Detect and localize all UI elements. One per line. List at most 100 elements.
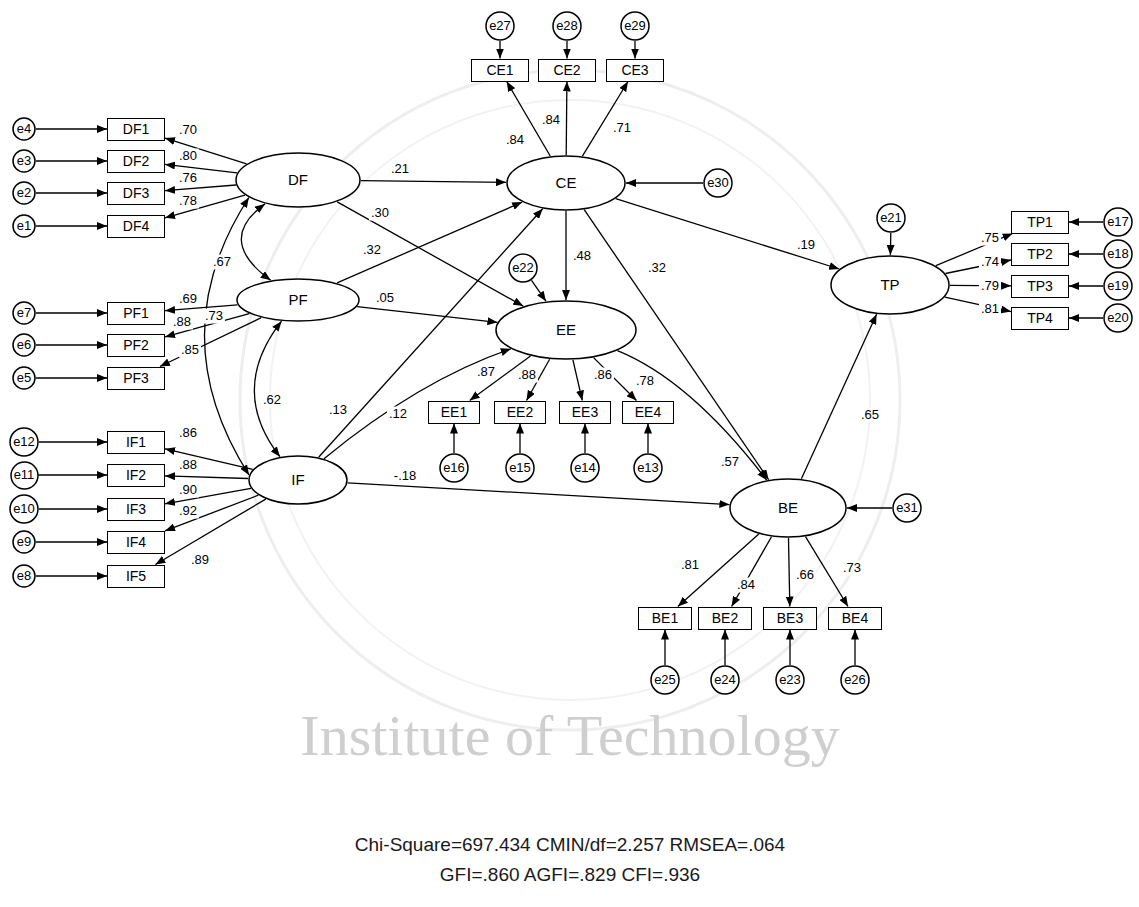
path-arrow [847,507,892,508]
node-label: DF2 [123,153,149,170]
indicator-box: BE2 [698,607,752,630]
node-label: e14 [574,460,596,476]
path-arrow [890,233,892,255]
path-coefficient: .86 [177,426,199,441]
path-arrow [39,474,108,475]
path-arrow [499,41,500,59]
indicator-box: BE1 [638,607,692,630]
error-term: e20 [1103,303,1133,333]
node-label: BE [778,499,798,517]
path-coefficient: .71 [611,121,633,136]
path-coefficient: .67 [211,255,233,270]
node-label: TP4 [1027,310,1053,327]
path-arrow [616,199,840,269]
path-arrow [337,202,522,283]
path-coefficient: .32 [646,261,668,276]
node-label: DF1 [123,121,149,138]
covariance-arrow [241,204,270,280]
path-arrow [39,508,107,509]
path-arrow [789,538,790,607]
path-coefficient: .86 [592,368,614,383]
path-arrow [361,181,506,183]
path-coefficient: .57 [719,455,741,470]
node-label: e5 [17,370,31,386]
error-term: e24 [710,665,740,695]
indicator-box: EE4 [622,401,674,424]
path-arrow [1069,317,1103,318]
path-coefficient: .88 [171,315,193,330]
node-label: e15 [509,460,531,476]
path-coefficient: .85 [179,343,201,358]
path-coefficient: .84 [504,133,526,148]
path-coefficient: .84 [735,578,757,593]
latent-variable: DF [235,152,361,208]
node-label: e8 [17,568,31,584]
path-coefficient: .87 [475,365,497,380]
indicator-box: EE1 [428,401,480,424]
path-coefficient: .75 [979,231,1001,246]
indicator-box: DF1 [107,118,165,141]
covariance-arrow [204,198,249,476]
indicator-box: EE3 [559,401,611,424]
path-arrow [664,630,665,666]
node-label: IF2 [126,467,146,484]
node-label: CE1 [486,62,513,79]
path-arrow [36,225,107,226]
path-coefficient: .30 [369,206,391,221]
path-arrow [357,307,497,323]
latent-variable: PF [236,278,360,322]
path-coefficient: .69 [177,292,199,307]
path-coefficient: .21 [389,162,411,177]
node-label: EE4 [635,404,661,421]
node-label: PF1 [123,305,149,322]
path-arrow [565,211,566,300]
indicator-box: PF1 [107,302,165,325]
node-label: TP2 [1027,246,1053,263]
path-arrow [1069,221,1103,222]
path-coefficient: .32 [361,243,383,258]
error-term: e21 [876,203,906,233]
node-label: e20 [1107,310,1129,326]
indicator-box: IF5 [107,565,165,588]
node-label: e18 [1107,246,1129,262]
node-label: e13 [637,460,659,476]
path-arrow [626,182,703,183]
path-coefficient: .65 [859,408,881,423]
node-label: IF1 [126,434,146,451]
latent-variable: BE [729,478,847,538]
indicator-box: BE4 [828,607,882,630]
error-term: e2 [12,181,36,205]
node-label: IF4 [126,534,146,551]
path-coefficient: -.18 [392,469,418,484]
node-label: e9 [17,534,31,550]
node-label: TP [880,276,899,294]
node-label: PF [288,291,307,309]
node-label: TP3 [1027,278,1053,295]
indicator-box: TP2 [1011,243,1069,266]
path-arrow [39,441,107,442]
error-term: e8 [12,564,36,588]
error-term: e5 [12,366,36,390]
node-label: e24 [714,672,736,688]
node-label: e4 [17,121,31,137]
path-arrow [453,424,454,454]
node-label: EE2 [507,404,533,421]
path-arrow [582,82,628,157]
node-label: e19 [1107,278,1129,294]
path-arrow [36,312,107,313]
path-arrow [165,164,237,173]
node-label: e27 [489,18,511,34]
path-coefficient: .79 [979,279,1001,294]
latent-variable: CE [506,155,626,211]
node-label: EE [556,321,576,339]
path-arrow [532,280,547,301]
error-term: e16 [439,453,469,483]
node-label: TP1 [1027,214,1053,231]
node-label: CE3 [621,62,648,79]
path-arrow [36,575,107,576]
indicator-box: DF4 [107,215,165,238]
error-term: e29 [620,11,650,41]
path-arrow [573,360,582,401]
node-label: e12 [13,434,35,450]
